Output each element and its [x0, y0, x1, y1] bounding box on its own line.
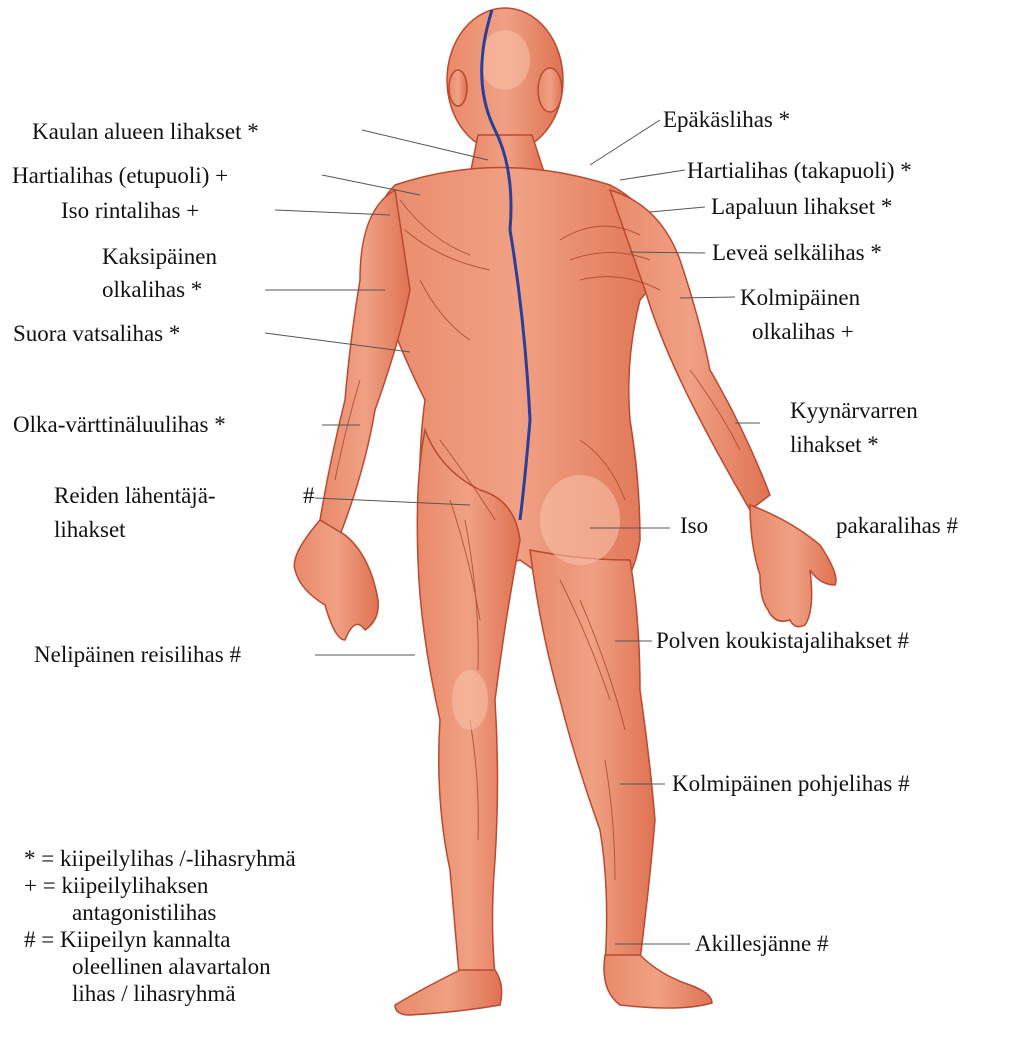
- label-nelipainen: Nelipäinen reisilihas #: [34, 641, 241, 669]
- label-kolmi-olka-2: olkalihas +: [752, 318, 854, 346]
- label-iso-paka-1: Iso: [680, 512, 708, 540]
- legend-line-1: * = kiipeilylihas /-lihasryhmä: [24, 845, 296, 872]
- legend-line-3: antagonistilihas: [24, 899, 296, 926]
- legend-line-4: # = Kiipeilyn kannalta: [24, 926, 296, 953]
- ear: [449, 70, 467, 106]
- label-polven: Polven koukistajalihakset #: [656, 627, 909, 655]
- label-hartia-etu: Hartialihas (etupuoli) +: [12, 162, 228, 190]
- right-foot: [604, 955, 712, 1008]
- label-kolmi-pohje: Kolmipäinen pohjelihas #: [672, 770, 910, 798]
- label-kaksipainen-1: Kaksipäinen: [102, 243, 217, 271]
- label-kyynar-2: lihakset *: [790, 431, 879, 459]
- label-lapaluu: Lapaluun lihakset *: [711, 193, 892, 221]
- left-hand: [294, 520, 378, 640]
- label-levea: Leveä selkälihas *: [712, 239, 882, 267]
- label-olka-vartt: Olka-värttinäluulihas *: [13, 411, 226, 439]
- left-foot: [395, 970, 502, 1015]
- legend-line-5: oleellinen alavartalon: [24, 953, 296, 980]
- left-arm: [320, 190, 410, 535]
- label-suora-vatsa: Suora vatsalihas *: [13, 320, 180, 348]
- legend-line-6: lihas / lihasryhmä: [24, 980, 296, 1007]
- label-reiden-1: Reiden lähentäjä-: [54, 482, 216, 510]
- legend: * = kiipeilylihas /-lihasryhmä + = kiipe…: [24, 845, 296, 1007]
- label-kaksipainen-2: olkalihas *: [102, 276, 202, 304]
- label-epakas: Epäkäslihas *: [663, 106, 790, 134]
- label-kyynar-1: Kyynärvarren: [790, 397, 918, 425]
- label-hartia-taka: Hartialihas (takapuoli) *: [687, 157, 912, 185]
- right-hand: [750, 505, 836, 627]
- label-reiden-hash: #: [303, 482, 315, 510]
- label-kaulan: Kaulan alueen lihakset *: [32, 118, 259, 146]
- label-iso-rinta: Iso rintalihas +: [61, 197, 199, 225]
- label-reiden-2: lihakset: [54, 516, 126, 544]
- legend-line-2: + = kiipeilylihaksen: [24, 872, 296, 899]
- label-kolmi-olka-1: Kolmipäinen: [740, 284, 860, 312]
- ear: [538, 68, 562, 112]
- label-akilles: Akillesjänne #: [695, 930, 829, 958]
- label-iso-paka-2: pakaralihas #: [836, 512, 958, 540]
- right-leg: [530, 550, 655, 965]
